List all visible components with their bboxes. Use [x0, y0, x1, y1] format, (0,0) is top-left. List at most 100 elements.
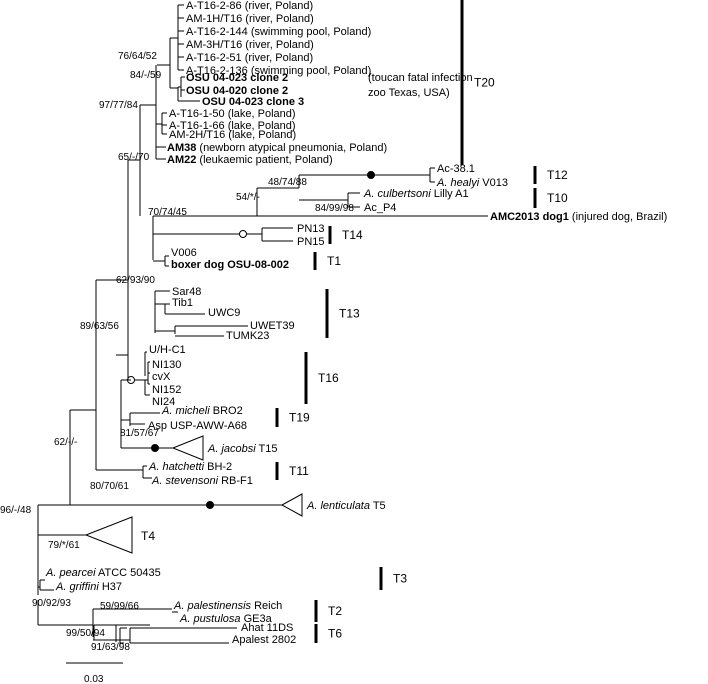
taxon-label-part: Tib1 — [172, 297, 193, 309]
support-value: 65/-/70 — [118, 152, 150, 163]
taxon-label-part: Lilly A1 — [431, 188, 469, 200]
taxon-label-t18: Ac_P4 — [364, 202, 396, 214]
taxon-label-part: UWET39 — [250, 320, 295, 332]
filled-node-marker — [206, 501, 214, 509]
support-value: 84/99/98 — [315, 203, 354, 214]
taxon-label-t14: AM22 (leukaemic patient, Poland) — [167, 154, 333, 166]
taxon-label-t13: AM38 (newborn atypical pneumonia, Poland… — [167, 142, 387, 154]
taxon-label-t15: Ac-38.1 — [437, 163, 475, 175]
taxon-label-t42: A. griffini H37 — [55, 581, 122, 593]
support-value: 48/74/88 — [268, 177, 307, 188]
taxon-label-part: NI24 — [152, 396, 175, 408]
taxon-label-part: (swimming pool, Poland) — [251, 65, 371, 77]
taxon-label-part: (swimming pool, Poland) — [251, 26, 371, 38]
taxon-label-t43: A. palestinensis Reich — [173, 600, 282, 612]
support-value: 91/63/98 — [91, 642, 130, 653]
taxon-label-t25: Tib1 — [172, 297, 193, 309]
taxon-label-t8: OSU 04-020 clone 2 — [186, 85, 288, 97]
taxon-label-t23: boxer dog OSU-08-002 — [171, 259, 289, 271]
open-node-marker — [239, 230, 247, 238]
taxon-label-part: Ahat 11DS — [241, 622, 293, 634]
taxon-label-part: V013 — [479, 177, 508, 189]
taxon-label-part: T15 — [256, 443, 278, 455]
taxon-label-t3: A-T16-2-144 (swimming pool, Poland) — [186, 26, 371, 38]
taxon-label-t17: A. culbertsoni Lilly A1 — [363, 188, 469, 200]
support-value: 76/64/52 — [118, 51, 157, 62]
taxon-label-part: UWC9 — [208, 307, 240, 319]
taxon-label-t9: OSU 04-023 clone 3 — [202, 96, 304, 108]
taxon-label-t1: A-T16-2-86 (river, Poland) — [186, 0, 313, 12]
support-value: 80/70/61 — [90, 481, 129, 492]
clade-label: T16 — [318, 371, 339, 385]
taxon-label-part: A. hatchetti — [148, 461, 205, 473]
clade-label: T14 — [342, 228, 363, 242]
clade-label-T4: T4 — [141, 529, 155, 543]
support-value: 89/63/56 — [80, 321, 119, 332]
side-note-1: (toucan fatal infection — [368, 72, 473, 84]
taxon-label-part: AM-1H/T16 — [186, 13, 245, 25]
support-value: 96/-/48 — [0, 505, 32, 516]
taxon-label-part: (river, Poland) — [245, 0, 313, 12]
taxon-label-part: cvX — [152, 371, 171, 383]
taxon-label-part: NI152 — [152, 384, 181, 396]
clade-label: T20 — [474, 76, 495, 90]
taxon-label-part: V006 — [171, 247, 197, 259]
taxon-label-part: Sar48 — [172, 286, 201, 298]
taxon-label-part: (lake, Poland) — [228, 120, 296, 132]
taxon-label-part: Ac_P4 — [364, 202, 396, 214]
taxon-label-t36: A. jacobsi T15 — [207, 443, 278, 455]
collapsed-clade-triangle — [280, 493, 303, 517]
taxon-label-t12: AM-2H/T16 (lake, Poland) — [169, 129, 296, 141]
taxon-label-t35: Asp USP-AWW-A68 — [148, 420, 247, 432]
filled-node-marker — [151, 444, 159, 452]
taxon-label-t10: A-T16-1-50 (lake, Poland) — [169, 108, 296, 120]
clade-label: T10 — [547, 191, 568, 205]
taxon-label-part: (lake, Poland) — [228, 108, 296, 120]
scale-bar-label: 0.03 — [84, 674, 104, 684]
taxon-label-t5: A-T16-2-51 (river, Poland) — [186, 52, 313, 64]
taxon-label-part: A. palestinensis — [173, 600, 252, 612]
taxon-label-part: (river, Poland) — [245, 39, 313, 51]
filled-node-marker — [367, 171, 375, 179]
taxon-label-part: H37 — [99, 581, 122, 593]
clade-label: T6 — [328, 627, 342, 641]
clade-label: T19 — [289, 411, 310, 425]
clade-label: T3 — [393, 572, 407, 586]
taxon-label-part: A. stevensoni — [151, 475, 219, 487]
taxon-label-part: A. healyi — [436, 177, 480, 189]
taxon-label-t11: A-T16-1-66 (lake, Poland) — [169, 120, 296, 132]
taxon-label-part: GE3a — [241, 613, 273, 625]
taxon-label-t28: TUMK23 — [226, 330, 269, 342]
clade-label: T1 — [327, 254, 341, 268]
taxon-label-t16: A. healyi V013 — [436, 177, 508, 189]
taxon-label-part: A-T16-2-51 — [186, 52, 245, 64]
taxon-label-part: OSU 04-023 clone 2 — [186, 72, 288, 84]
taxon-label-part: TUMK23 — [226, 330, 269, 342]
collapsed-clade-triangle — [171, 435, 204, 461]
support-value: 70/74/45 — [148, 207, 187, 218]
taxon-label-part: U/H-C1 — [149, 344, 186, 356]
taxon-label-t32: NI152 — [152, 384, 181, 396]
support-value: 59/99/66 — [100, 601, 139, 612]
taxon-label-part: AM38 — [167, 142, 196, 154]
taxon-label-part: (injured dog, Brazil) — [569, 211, 667, 223]
taxon-label-part: (river, Poland) — [245, 13, 313, 25]
taxon-label-t41: A. pearcei ATCC 50435 — [45, 567, 161, 579]
support-value: 99/50/94 — [66, 628, 105, 639]
taxon-label-part: A-T16-2-86 — [186, 0, 245, 12]
taxon-label-t46: Apalest 2802 — [232, 634, 296, 646]
taxon-label-part: A-T16-1-66 — [169, 120, 228, 132]
collapsed-clade-triangle — [84, 516, 133, 554]
taxon-label-part: Reich — [251, 600, 282, 612]
taxon-label-t7: OSU 04-023 clone 2 — [186, 72, 288, 84]
taxon-label-part: Apalest 2802 — [232, 634, 296, 646]
taxon-label-part: ATCC 50435 — [96, 567, 161, 579]
taxon-label-t21: PN15 — [297, 236, 325, 248]
taxon-label-part: A-T16-2-136 — [186, 65, 251, 77]
taxon-label-t34: A. micheli BRO2 — [161, 405, 243, 417]
taxon-label-t38: A. stevensoni RB-F1 — [151, 475, 253, 487]
taxon-label-part: AM-3H/T16 — [186, 39, 245, 51]
taxon-label-t27: UWET39 — [250, 320, 295, 332]
